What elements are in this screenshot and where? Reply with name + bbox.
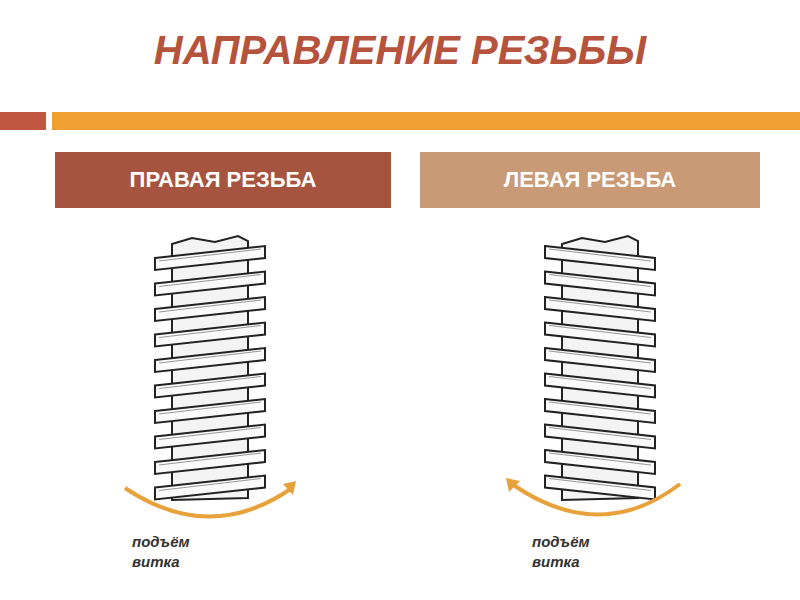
thread-stroke [155, 399, 265, 423]
accent-bar [0, 112, 46, 130]
arrow-head [506, 478, 520, 492]
thread-stroke [155, 272, 265, 296]
accent-bar [52, 112, 800, 130]
thread-stroke [549, 249, 651, 261]
thread-stroke [549, 402, 651, 414]
band-text: ПРАВАЯ РЕЗЬБА [130, 167, 317, 193]
caption-label: подъём витка [532, 532, 624, 571]
thread-stroke [159, 428, 261, 440]
thread-stroke [549, 300, 651, 312]
thread-stroke [159, 249, 261, 261]
thread-stroke [159, 377, 261, 389]
header-band: ЛЕВАЯ РЕЗЬБА [420, 152, 760, 208]
thread-stroke [159, 351, 261, 363]
thread-stroke [545, 348, 655, 372]
thread-stroke [545, 425, 655, 449]
band-text: ЛЕВАЯ РЕЗЬБА [504, 167, 677, 193]
thread-stroke [159, 275, 261, 287]
thread-stroke [549, 453, 651, 465]
thread-stroke [549, 351, 651, 363]
thread-stroke [545, 272, 655, 296]
right-thread-screw [155, 236, 265, 500]
thread-stroke [549, 479, 651, 491]
thread-stroke [155, 297, 265, 321]
thread-stroke [545, 374, 655, 398]
thread-stroke [549, 377, 651, 389]
rotation-arrow [125, 488, 292, 517]
thread-stroke [155, 450, 265, 474]
diagram-title: НАПРАВЛЕНИЕ РЕЗЬБЫ [0, 28, 800, 73]
thread-stroke [549, 275, 651, 287]
caption-label: подъём витка [132, 532, 224, 571]
thread-stroke [545, 297, 655, 321]
thread-stroke [549, 326, 651, 338]
rotation-arrow [512, 484, 680, 515]
thread-stroke [155, 374, 265, 398]
thread-stroke [155, 323, 265, 347]
thread-stroke [159, 326, 261, 338]
thread-stroke [545, 450, 655, 474]
arrow-head [283, 481, 296, 495]
thread-stroke [155, 246, 265, 270]
thread-stroke [545, 476, 655, 500]
header-band: ПРАВАЯ РЕЗЬБА [55, 152, 391, 208]
thread-stroke [155, 476, 265, 500]
thread-stroke [159, 453, 261, 465]
left-thread-screw [545, 236, 655, 500]
thread-stroke [545, 323, 655, 347]
thread-stroke [549, 428, 651, 440]
thread-stroke [159, 479, 261, 491]
thread-stroke [545, 246, 655, 270]
thread-stroke [155, 348, 265, 372]
thread-stroke [159, 300, 261, 312]
thread-stroke [155, 425, 265, 449]
thread-stroke [545, 399, 655, 423]
thread-stroke [159, 402, 261, 414]
